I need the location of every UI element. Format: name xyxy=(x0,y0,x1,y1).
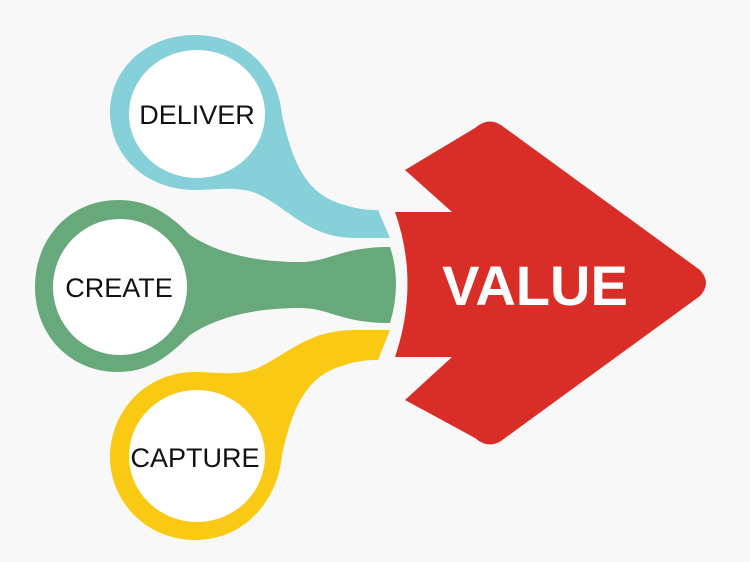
value-arrow: VALUE xyxy=(395,121,706,445)
capture-label: CAPTURE xyxy=(130,443,259,473)
deliver-node: DELIVER xyxy=(110,35,390,238)
value-label: VALUE xyxy=(442,254,628,317)
capture-circle xyxy=(129,390,265,522)
create-node: CREATE xyxy=(35,200,396,372)
create-circle xyxy=(53,219,187,355)
deliver-circle xyxy=(129,50,265,178)
deliver-label: DELIVER xyxy=(139,100,255,130)
capture-node: CAPTURE xyxy=(110,330,390,540)
arrow-shape xyxy=(395,121,706,445)
create-label: CREATE xyxy=(65,273,173,303)
